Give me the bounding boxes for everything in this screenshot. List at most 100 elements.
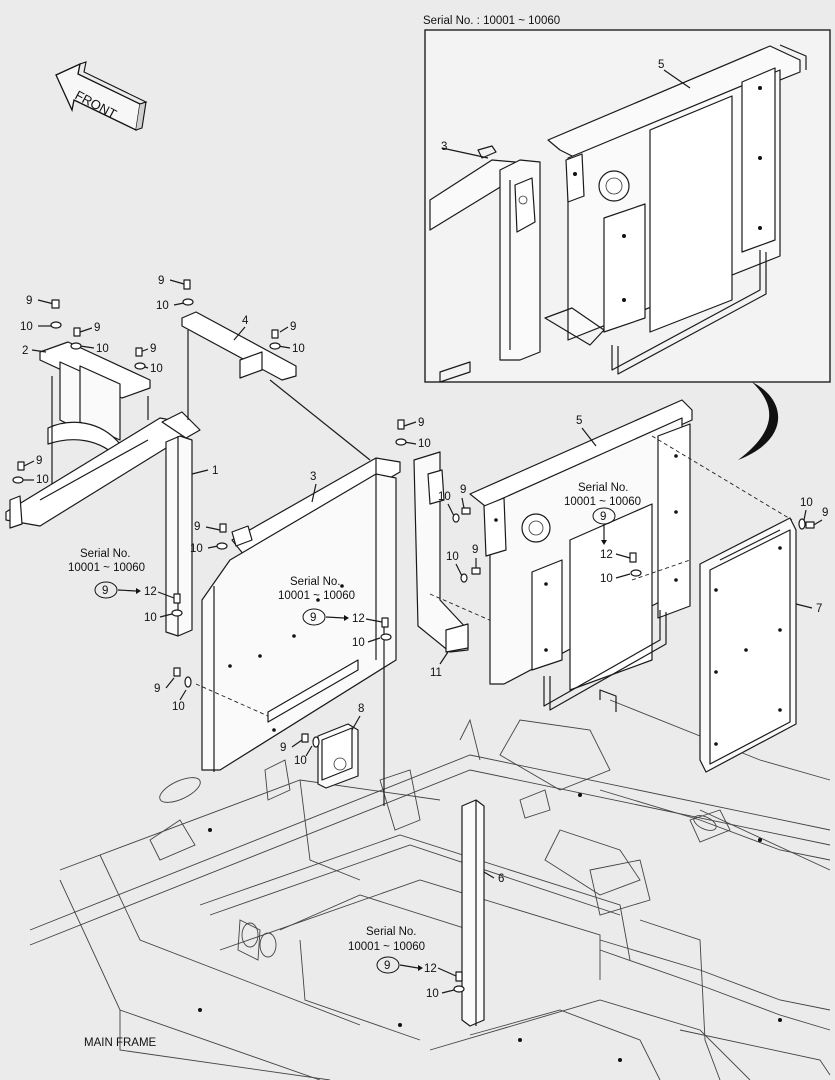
washer-icon <box>184 676 192 688</box>
washer-icon <box>630 569 642 577</box>
part-4-bracket: 4 <box>181 311 371 461</box>
bolt-icon <box>173 667 181 677</box>
washer-icon <box>380 633 392 641</box>
bolt-label: 9 <box>154 683 160 695</box>
washer-label: 10 <box>800 497 813 509</box>
part-11-bracket: 11 <box>413 451 495 679</box>
serial-note-washer: 10 <box>352 637 365 649</box>
washer-label: 10 <box>438 491 451 503</box>
inset-part-3: 3 <box>429 141 541 383</box>
washer-label: 10 <box>96 343 109 355</box>
main-frame-label: MAIN FRAME <box>84 1037 157 1049</box>
fastener-callouts: 9 10 9 10 9 10 9 10 9 10 9 10 <box>12 275 828 767</box>
serial-note-bolt: 12 <box>352 613 365 625</box>
bolt-icon <box>805 521 815 529</box>
bolt-label: 9 <box>158 275 164 287</box>
serial-note-range: 10001 ~ 10060 <box>68 562 145 574</box>
serial-note-title: Serial No. <box>80 548 131 560</box>
bolt-label: 9 <box>150 343 156 355</box>
serial-note-washer: 10 <box>144 612 157 624</box>
serial-note-washer: 10 <box>426 988 439 1000</box>
washer-icon <box>12 476 24 484</box>
part-7-cover: 7 <box>699 517 822 773</box>
washer-icon <box>216 542 228 550</box>
washer-label: 10 <box>292 343 305 355</box>
serial-note-circled: 9 <box>384 960 390 972</box>
bolt-icon <box>219 523 227 533</box>
serial-note-right: Serial No. 10001 ~ 10060 9 12 10 <box>564 482 642 585</box>
inset-serial-label: Serial No. : 10001 ~ 10060 <box>423 15 560 27</box>
washer-icon <box>312 736 320 748</box>
washer-label: 10 <box>20 321 33 333</box>
washer-icon <box>798 518 806 530</box>
serial-note-bolt: 12 <box>144 586 157 598</box>
part-1-label: 1 <box>212 465 218 477</box>
serial-note-bolt: 12 <box>424 963 437 975</box>
part-8-label: 8 <box>358 703 364 715</box>
serial-note-range: 10001 ~ 10060 <box>564 496 641 508</box>
bolt-label: 9 <box>290 321 296 333</box>
washer-icon <box>171 609 183 617</box>
part-2-bracket: 2 <box>22 341 151 500</box>
washer-icon <box>460 573 468 583</box>
serial-note-circled: 9 <box>102 585 108 597</box>
serial-note-bottom: Serial No. 10001 ~ 10060 9 12 10 <box>348 926 465 1000</box>
part-6-post: 6 <box>383 624 504 1027</box>
washer-label: 10 <box>36 474 49 486</box>
part-3-panel: 3 <box>195 457 401 772</box>
inset-pointer-arrow <box>738 382 779 460</box>
bolt-icon <box>135 347 143 357</box>
bolt-label: 9 <box>418 417 424 429</box>
serial-note-bolt: 12 <box>600 549 613 561</box>
bolt-label: 9 <box>26 295 32 307</box>
inset-callout-5: 5 <box>658 59 664 71</box>
serial-note-circled: 9 <box>310 612 316 624</box>
washer-label: 10 <box>418 438 431 450</box>
washer-icon <box>134 362 146 370</box>
part-11-label: 11 <box>430 667 442 679</box>
serial-note-title: Serial No. <box>290 576 341 588</box>
part-4-label: 4 <box>242 315 249 327</box>
serial-note-washer: 10 <box>600 573 613 585</box>
washer-icon <box>269 342 281 350</box>
washer-label: 10 <box>150 363 163 375</box>
bolt-label: 9 <box>194 521 200 533</box>
bolt-label: 9 <box>472 544 478 556</box>
washer-label: 10 <box>190 543 203 555</box>
bolt-icon <box>271 329 279 339</box>
main-frame-drawing: MAIN FRAME <box>29 699 831 1080</box>
bolt-icon <box>173 593 181 604</box>
part-5-panel: 5 <box>469 399 793 712</box>
front-direction-arrow: FRONT <box>55 61 148 131</box>
washer-icon <box>453 985 465 993</box>
bolt-icon <box>461 507 471 515</box>
washer-label: 10 <box>156 300 169 312</box>
inset-callout-3: 3 <box>441 141 447 153</box>
washer-label: 10 <box>294 755 307 767</box>
serial-note-left: Serial No. 10001 ~ 10060 9 12 10 <box>68 548 183 624</box>
bolt-label: 9 <box>94 322 100 334</box>
part-1-frame: 1 <box>5 330 218 637</box>
part-7-label: 7 <box>816 603 822 615</box>
serial-note-center: Serial No. 10001 ~ 10060 9 12 10 <box>278 576 392 649</box>
washer-icon <box>70 342 82 350</box>
inset-part-5: 5 <box>544 44 807 375</box>
washer-icon <box>182 298 194 306</box>
serial-note-range: 10001 ~ 10060 <box>278 590 355 602</box>
bolt-icon <box>629 552 637 563</box>
washer-icon <box>452 513 460 523</box>
serial-note-title: Serial No. <box>366 926 417 938</box>
bolt-label: 9 <box>36 455 42 467</box>
serial-note-circled: 9 <box>600 511 606 523</box>
bolt-icon <box>301 733 309 743</box>
bolt-label: 9 <box>280 742 286 754</box>
bolt-icon <box>17 461 25 471</box>
inset-detail: Serial No. : 10001 ~ 10060 3 <box>423 15 831 383</box>
bolt-label: 9 <box>460 484 466 496</box>
bolt-label: 9 <box>822 507 828 519</box>
washer-label: 10 <box>446 551 459 563</box>
bolt-icon <box>455 971 463 982</box>
washer-label: 10 <box>172 701 185 713</box>
